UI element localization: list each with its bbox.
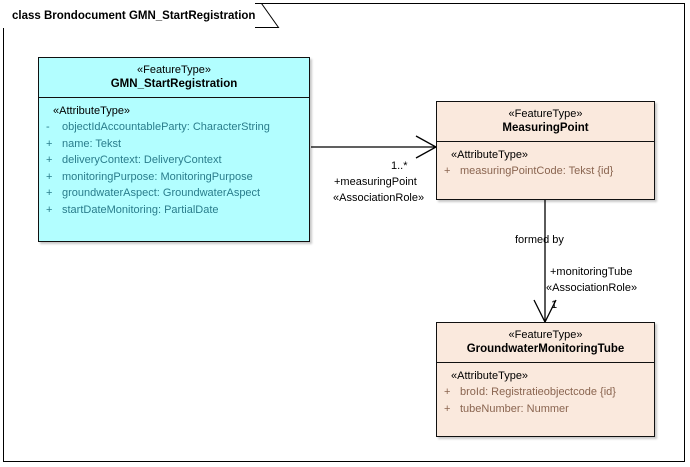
association-stereotype-monitoringtube: «AssociationRole»	[546, 282, 638, 294]
attribute-visibility: -	[46, 121, 50, 133]
class-name: MeasuringPoint	[502, 122, 589, 134]
page-title: class Brondocument GMN_StartRegistration	[12, 9, 256, 22]
attribute-visibility: +	[46, 170, 53, 183]
association-role-monitoringtube: +monitoringTube	[550, 266, 633, 278]
attribute-row: + deliveryContext: DeliveryContext	[45, 152, 305, 169]
diagram-title-tab-body: class Brondocument GMN_StartRegistration	[12, 3, 255, 28]
attribute-text: groundwaterAspect: GroundwaterAspect	[62, 187, 261, 199]
attribute-text: monitoringPurpose: MonitoringPurpose	[62, 170, 253, 183]
attribute-text: tubeNumber: Nummer	[460, 402, 569, 415]
class-box-gmn-startregistration[interactable]: «FeatureType» GMN_StartRegistration «Att…	[38, 57, 310, 242]
class-box-measuringpoint[interactable]: «FeatureType» MeasuringPoint «AttributeT…	[436, 101, 655, 200]
attribute-row: + measuringPointCode: Tekst {id}	[443, 163, 650, 180]
attribute-row: + broId: Registratieobjectcode {id}	[443, 384, 650, 401]
class-header-groundwatermonitoringtube: «FeatureType» GroundwaterMonitoringTube	[437, 323, 654, 363]
class-name: GroundwaterMonitoringTube	[466, 343, 625, 355]
attribute-text: measuringPointCode: Tekst {id}	[460, 165, 614, 177]
association-stereotype-measuringpoint: «AssociationRole»	[333, 192, 425, 204]
attribute-visibility: +	[444, 402, 451, 415]
diagram-title-tab: class Brondocument GMN_StartRegistration	[3, 3, 256, 28]
class-stereotype: «FeatureType»	[137, 64, 211, 76]
class-name: GMN_StartRegistration	[110, 78, 238, 90]
attribute-row: + monitoringPurpose: MonitoringPurpose	[45, 169, 305, 186]
attribute-row: - objectIdAccountableParty: CharacterStr…	[45, 119, 305, 136]
attribute-text: name: Tekst	[62, 137, 122, 150]
class-stereotype: «FeatureType»	[508, 329, 583, 341]
class-attributes-compartment: «AttributeType» - objectIdAccountablePar…	[39, 98, 309, 223]
compartment-stereotype: «AttributeType»	[451, 370, 529, 382]
association-role-measuringpoint: +measuringPoint	[334, 176, 417, 188]
attribute-visibility: +	[46, 203, 53, 216]
attribute-row: + startDateMonitoring: PartialDate	[45, 202, 305, 219]
attribute-visibility: +	[46, 187, 53, 199]
attribute-visibility: +	[444, 386, 451, 398]
attribute-text: deliveryContext: DeliveryContext	[62, 154, 222, 166]
association-name-formed-by: formed by	[515, 234, 564, 246]
attribute-text: broId: Registratieobjectcode {id}	[460, 386, 616, 398]
class-attributes-compartment: «AttributeType» + measuringPointCode: Te…	[437, 142, 654, 185]
attribute-visibility: +	[46, 137, 53, 150]
attribute-visibility: +	[444, 165, 451, 177]
association-multiplicity-measuringpoint: 1..*	[391, 160, 408, 172]
attribute-text: objectIdAccountableParty: CharacterStrin…	[62, 121, 270, 133]
class-attributes-compartment: «AttributeType» + broId: Registratieobje…	[437, 363, 654, 422]
compartment-stereotype: «AttributeType»	[451, 149, 529, 161]
class-stereotype: «FeatureType»	[508, 108, 583, 120]
attribute-visibility: +	[46, 154, 53, 166]
attribute-text: startDateMonitoring: PartialDate	[62, 203, 219, 216]
attribute-row: + tubeNumber: Nummer	[443, 401, 650, 418]
attribute-row: + groundwaterAspect: GroundwaterAspect	[45, 185, 305, 202]
class-header-gmn-startregistration: «FeatureType» GMN_StartRegistration	[39, 58, 309, 98]
class-header-measuringpoint: «FeatureType» MeasuringPoint	[437, 102, 654, 142]
compartment-stereotype: «AttributeType»	[53, 105, 131, 117]
association-multiplicity-monitoringtube: 1	[551, 299, 558, 311]
attribute-row: + name: Tekst	[45, 136, 305, 153]
class-box-groundwatermonitoringtube[interactable]: «FeatureType» GroundwaterMonitoringTube …	[436, 322, 655, 437]
